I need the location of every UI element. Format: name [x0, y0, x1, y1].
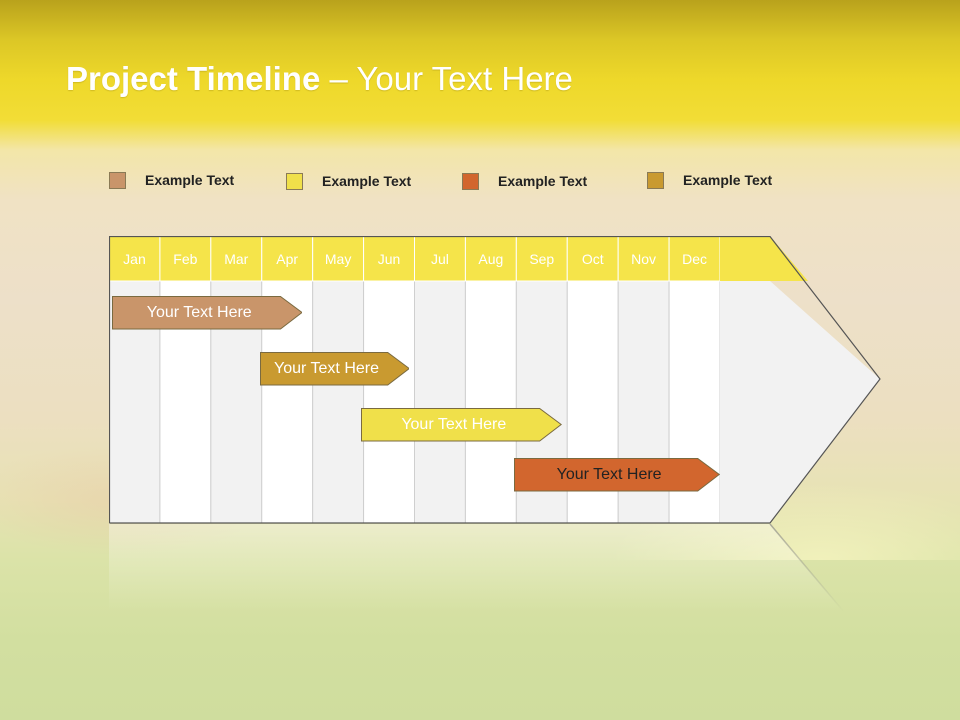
task-label-1: Your Text Here: [146, 304, 252, 321]
legend-swatch-2: [286, 172, 303, 190]
legend-label-1: Example Text: [145, 172, 235, 188]
month-label-feb: Feb: [173, 251, 198, 267]
legend-item-2: Example Text: [286, 171, 411, 191]
month-label-jun: Jun: [377, 251, 401, 267]
month-label-may: May: [324, 251, 352, 267]
task-label-4: Your Text Here: [556, 466, 662, 483]
month-label-oct: Oct: [581, 251, 604, 267]
month-header-may: [312, 236, 365, 282]
task-arrow-shape-3: [361, 408, 563, 442]
month-label-mar: Mar: [224, 251, 249, 267]
legend-label-2: Example Text: [322, 173, 412, 189]
month-header-aug: [464, 236, 517, 282]
legend-label-4: Example Text: [683, 172, 773, 188]
month-label-nov: Nov: [631, 251, 657, 267]
task-arrow-shape-4: [514, 458, 720, 492]
legend-swatch-3: [462, 172, 479, 190]
arrow-header-tip: [720, 236, 808, 281]
month-header-jan: [109, 236, 161, 282]
month-column-jul: [414, 280, 466, 524]
task-label-2: Your Text Here: [274, 360, 379, 377]
legend-swatch-4: [647, 171, 664, 189]
month-column-may: [312, 280, 365, 524]
page-title: Project Timeline – Your Text Here: [66, 60, 573, 98]
task-arrow-1[interactable]: Your Text Here: [112, 296, 303, 330]
month-header-jul: [414, 236, 466, 282]
task-arrow-2[interactable]: Your Text Here: [259, 352, 410, 386]
month-header-feb: [159, 236, 212, 282]
title-bold: Project Timeline: [66, 60, 321, 97]
month-header-nov: [617, 236, 670, 282]
task-arrow-shape-2: [259, 352, 410, 386]
month-header-mar: [210, 236, 263, 282]
month-label-sep: Sep: [529, 251, 555, 267]
task-label-3: Your Text Here: [401, 416, 507, 433]
legend-item-3: Example Text: [462, 171, 587, 191]
timeline-frame: [109, 236, 881, 524]
task-arrow-3[interactable]: Your Text Here: [361, 408, 563, 442]
legend-label-3: Example Text: [498, 173, 588, 189]
task-arrow-shape-1: [112, 296, 303, 330]
legend-item-1: Example Text: [109, 170, 234, 190]
timeline-reflection: [109, 524, 844, 613]
month-label-dec: Dec: [682, 251, 707, 267]
legend-item-4: Example Text: [647, 170, 772, 190]
month-label-apr: Apr: [276, 251, 299, 267]
month-column-jun: [363, 280, 415, 524]
month-column-aug: [464, 280, 517, 524]
month-header-jun: [363, 236, 415, 282]
task-arrow-4[interactable]: Your Text Here: [514, 458, 720, 492]
month-label-jan: Jan: [123, 251, 146, 267]
month-label-jul: Jul: [431, 251, 449, 267]
month-label-aug: Aug: [478, 251, 504, 267]
month-header-sep: [515, 236, 568, 282]
arrow-head-body: [720, 281, 880, 523]
title-rest: – Your Text Here: [320, 60, 573, 97]
month-header-apr: [261, 236, 314, 282]
legend-swatch-1: [109, 171, 126, 189]
